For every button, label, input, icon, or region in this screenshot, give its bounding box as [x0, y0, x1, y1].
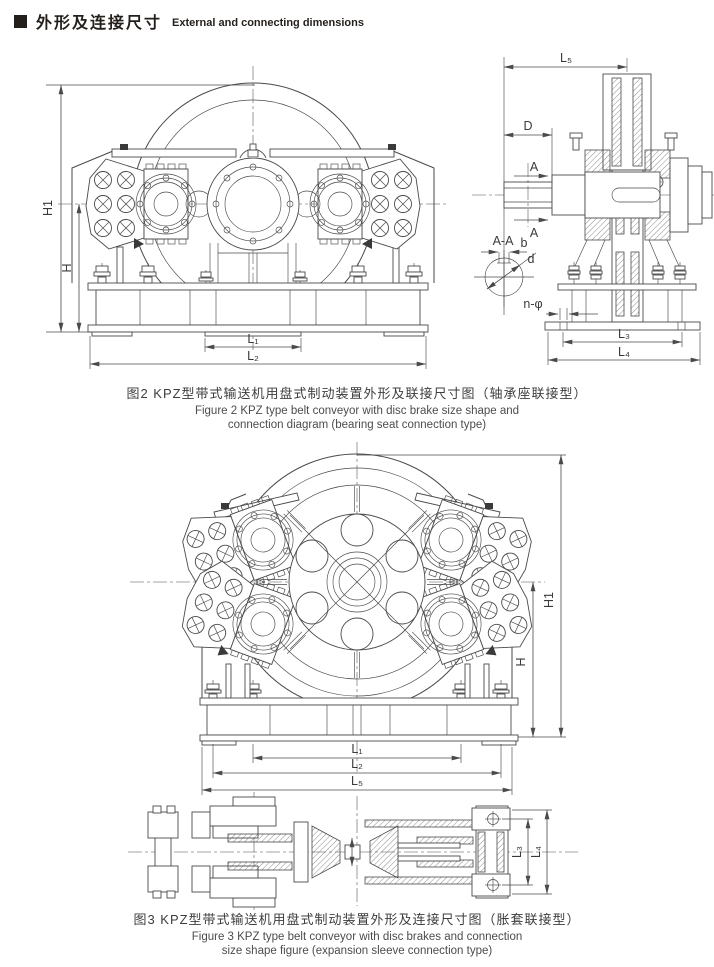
dim-label-d-small-fig2: d: [528, 252, 535, 266]
figure2-side-view: L₅ D A A A-A b d n-φ L₃ L₄: [472, 51, 714, 365]
dim-label-h1-fig3: H1: [542, 592, 556, 608]
section-bullet-icon: [14, 14, 27, 28]
dim-label-b-fig2: b: [521, 236, 528, 250]
section-title-en: External and connecting dimensions: [172, 16, 364, 29]
section-title-zh: 外形及连接尺寸: [36, 15, 163, 32]
dim-label-nphi-fig2: n-φ: [523, 297, 542, 311]
dim-label-l2-fig2: L₂: [247, 349, 259, 363]
dim-label-l2-fig3: L₂: [351, 757, 363, 771]
dim-label-l5-fig3: L₅: [351, 774, 363, 788]
dim-label-h-fig3: H: [514, 657, 528, 666]
figure3-caption-zh: 图3 KPZ型带式输送机用盘式制动装置外形及连接尺寸图（胀套联接型）: [133, 912, 581, 927]
figure3-plan-view: L₃ L₄: [128, 792, 578, 910]
dim-label-l1-fig3: L₁: [351, 742, 362, 756]
section-header: 外形及连接尺寸 External and connecting dimensio…: [14, 9, 364, 33]
figure2-caption-zh: 图2 KPZ型带式输送机用盘式制动装置外形及联接尺寸图（轴承座联接型）: [126, 386, 588, 401]
section-arrow-label-a-top: A: [530, 160, 539, 174]
dim-label-l4-fig2: L₄: [618, 345, 630, 359]
dim-label-l3-fig2: L₃: [618, 327, 630, 341]
figure2-caption-en: Figure 2 KPZ type belt conveyor with dis…: [0, 404, 714, 432]
dim-label-h-fig2: H: [60, 263, 74, 272]
figure2-caption: 图2 KPZ型带式输送机用盘式制动装置外形及联接尺寸图（轴承座联接型） Figu…: [0, 383, 714, 432]
figure3-caption-en-line1: Figure 3 KPZ type belt conveyor with dis…: [191, 931, 523, 943]
figure2-caption-en-line1: Figure 2 KPZ type belt conveyor with dis…: [194, 405, 520, 417]
section-detail-label-aa: A-A: [493, 234, 515, 248]
figure3-caption: 图3 KPZ型带式输送机用盘式制动装置外形及连接尺寸图（胀套联接型） Figur…: [0, 909, 714, 958]
figure3-caption-en-line2: size shape figure (expansion sleeve conn…: [221, 945, 493, 957]
dim-label-l5-fig2: L₅: [560, 51, 572, 65]
dim-label-h1-fig2: H1: [41, 200, 55, 216]
figure3-front-view: H1 H L₁ L₂ L₅: [130, 442, 566, 795]
dim-label-l3-fig3: L₃: [510, 846, 524, 858]
dim-label-l1-fig2: L₁: [247, 332, 258, 346]
figure3-caption-en: Figure 3 KPZ type belt conveyor with dis…: [0, 930, 714, 958]
dim-label-l4-fig3: L₄: [529, 846, 543, 858]
figure2-front-view: H1 H L₁ L₂: [41, 66, 448, 369]
section-arrow-label-a-bottom: A: [530, 226, 539, 240]
dim-label-d-fig2: D: [523, 119, 532, 133]
figure2-caption-en-line2: connection diagram (bearing seat connect…: [227, 419, 487, 431]
